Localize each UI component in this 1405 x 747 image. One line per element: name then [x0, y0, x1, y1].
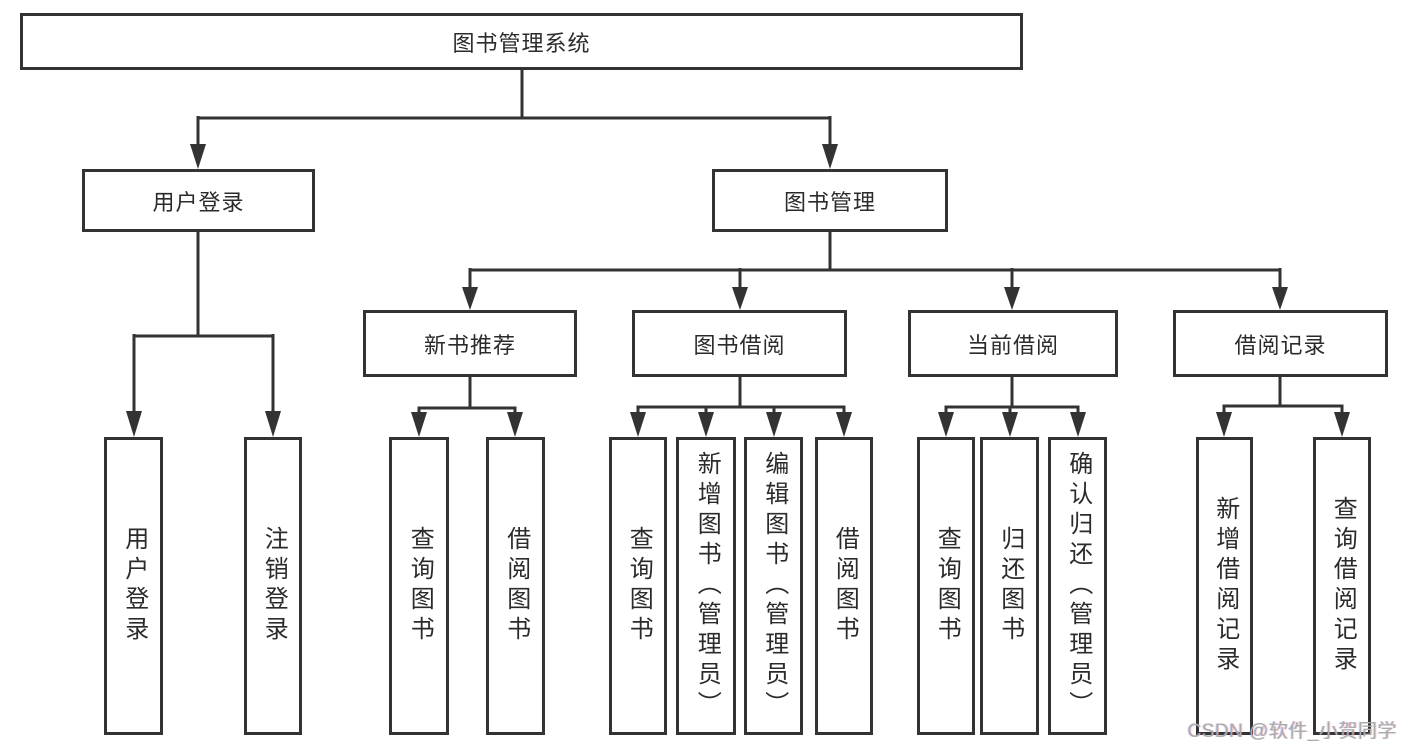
node-label: 查询图书: [625, 526, 653, 646]
leaf-query-books-current: 查询图书: [917, 437, 975, 735]
node-label: 借阅图书: [831, 526, 859, 646]
node-library-management-system: 图书管理系统: [20, 13, 1023, 70]
node-label: 图书管理系统: [452, 30, 591, 56]
node-user-login: 用户登录: [82, 169, 315, 232]
node-label: 新增借阅记录: [1211, 496, 1239, 676]
node-label: 查询借阅记录: [1329, 496, 1357, 676]
node-new-book-recommendation: 新书推荐: [363, 310, 577, 377]
node-label: 编辑图书（管理员）: [760, 451, 788, 721]
node-label: 查询图书: [933, 526, 961, 646]
leaf-query-books-borrowing: 查询图书: [609, 437, 667, 735]
node-label: 归还图书: [996, 526, 1024, 646]
node-label: 图书管理: [783, 189, 876, 215]
node-label: 借阅记录: [1234, 332, 1327, 358]
node-label: 当前借阅: [966, 332, 1059, 358]
leaf-borrow-books: 借阅图书: [815, 437, 873, 735]
leaf-add-borrowing-record: 新增借阅记录: [1196, 437, 1253, 735]
csdn-watermark: CSDN @软件_小贺同学: [1187, 721, 1397, 742]
node-label: 借阅图书: [502, 526, 530, 646]
leaf-logout: 注销登录: [244, 437, 302, 735]
node-label: 用户登录: [120, 526, 148, 646]
node-borrowing-records: 借阅记录: [1173, 310, 1388, 377]
leaf-return-books: 归还图书: [980, 437, 1039, 735]
leaf-confirm-return-admin: 确认归还（管理员）: [1048, 437, 1107, 735]
node-book-borrowing: 图书借阅: [632, 310, 847, 377]
node-label: 用户登录: [152, 189, 245, 215]
leaf-query-borrowing-record: 查询借阅记录: [1313, 437, 1371, 735]
node-label: 新书推荐: [423, 332, 516, 358]
node-current-borrowing: 当前借阅: [908, 310, 1118, 377]
node-label: 注销登录: [260, 526, 288, 646]
node-label: 新增图书（管理员）: [693, 451, 721, 721]
node-label: 确认归还（管理员）: [1064, 451, 1092, 721]
node-label: 查询图书: [406, 526, 434, 646]
node-book-management: 图书管理: [712, 169, 948, 232]
leaf-query-books-recommendation: 查询图书: [389, 437, 449, 735]
leaf-edit-books-admin: 编辑图书（管理员）: [744, 437, 803, 735]
node-label: 图书借阅: [693, 332, 786, 358]
leaf-user-login: 用户登录: [104, 437, 163, 735]
leaf-borrow-books-recommendation: 借阅图书: [486, 437, 545, 735]
leaf-add-books-admin: 新增图书（管理员）: [676, 437, 736, 735]
